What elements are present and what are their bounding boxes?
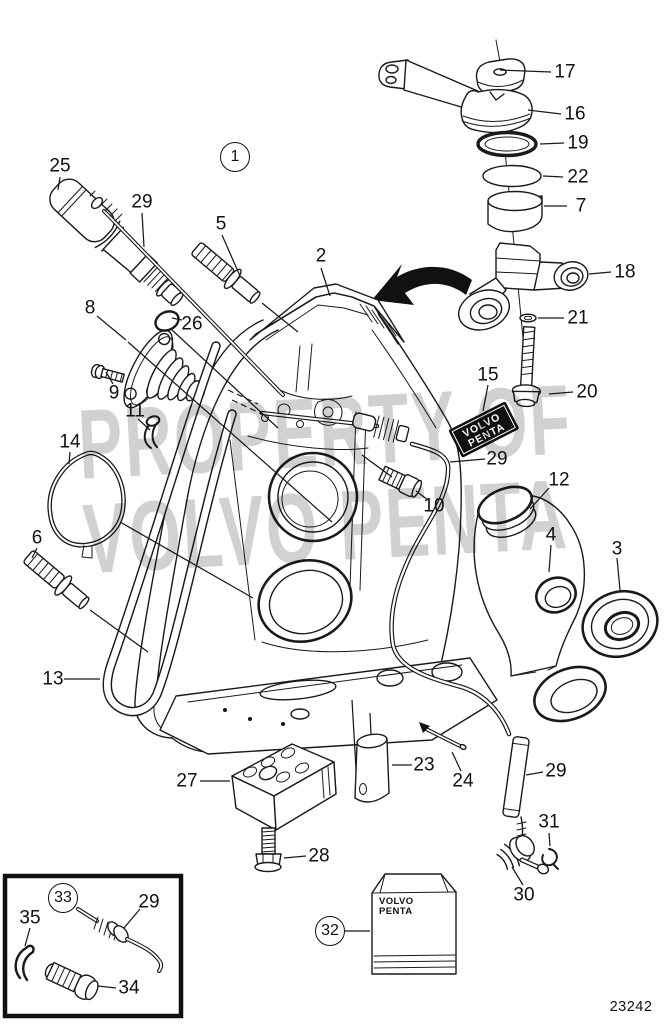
callout-30: 30 xyxy=(513,884,535,906)
callout-8: 8 xyxy=(84,297,96,319)
steering-cable-29-main xyxy=(350,410,529,838)
callout-15: 15 xyxy=(477,364,499,386)
callout-35: 35 xyxy=(19,907,41,929)
callout-21: 21 xyxy=(567,307,589,329)
callout-16: 16 xyxy=(564,103,586,125)
callout-7: 7 xyxy=(575,195,587,217)
washer-21 xyxy=(520,314,536,322)
callout-24: 24 xyxy=(452,770,474,792)
callout-26: 26 xyxy=(181,313,203,335)
carton-line1: VOLVO xyxy=(379,896,414,907)
callout-19: 19 xyxy=(567,132,589,154)
anode-block-27 xyxy=(232,744,336,830)
callout-3: 3 xyxy=(611,538,623,560)
callout-22: 22 xyxy=(567,166,589,188)
callout-33: 33 xyxy=(48,883,78,913)
clip-11 xyxy=(145,415,161,448)
steering-fork-18 xyxy=(453,243,591,337)
o-ring-22 xyxy=(483,166,541,187)
gasket-14 xyxy=(50,453,124,558)
cable-29-inset xyxy=(78,909,161,971)
cable-end-fitting-30 xyxy=(495,831,550,876)
callout-1: 1 xyxy=(220,142,250,172)
drawing-number: 23242 xyxy=(609,999,653,1015)
exhaust-hose-12 xyxy=(473,480,614,731)
callout-9: 9 xyxy=(108,382,120,404)
steering-arm-16 xyxy=(379,60,532,133)
bearing-ring-3 xyxy=(573,581,666,667)
steering-cap-17 xyxy=(477,59,526,93)
callout-31: 31 xyxy=(538,811,560,833)
stud-6 xyxy=(20,547,93,614)
callout-23: 23 xyxy=(413,754,435,776)
callout-17: 17 xyxy=(554,61,576,83)
transom-shield-body-2 xyxy=(135,284,497,786)
callout-13: 13 xyxy=(42,668,64,690)
seal-ring-4 xyxy=(531,572,580,618)
trim-hose-25 xyxy=(44,173,191,314)
clip-31 xyxy=(542,849,558,869)
callout-6: 6 xyxy=(31,527,43,549)
bolt-28 xyxy=(255,828,281,872)
callout-29-mid: 29 xyxy=(486,448,508,470)
plug-34 xyxy=(41,958,101,1003)
bolt-20 xyxy=(512,326,544,407)
callout-18: 18 xyxy=(614,261,636,283)
callout-27: 27 xyxy=(176,770,198,792)
callout-29-inset: 29 xyxy=(138,891,160,913)
carton-line2: PENTA xyxy=(379,906,413,917)
leader-lines xyxy=(25,70,620,988)
direction-arrow xyxy=(372,264,472,305)
spring-pin-24 xyxy=(419,722,467,750)
screw-plug-10 xyxy=(378,464,423,499)
callout-25: 25 xyxy=(49,155,71,177)
callout-28: 28 xyxy=(308,845,330,867)
clip-35 xyxy=(16,946,34,980)
callout-10: 10 xyxy=(423,495,445,517)
callout-32: 32 xyxy=(315,916,345,946)
callout-11: 11 xyxy=(125,400,145,422)
o-ring-19 xyxy=(478,133,536,156)
flange-fitting-8 xyxy=(115,324,222,436)
callout-34: 34 xyxy=(118,977,140,999)
inset-box xyxy=(5,876,181,1016)
callout-14: 14 xyxy=(59,431,81,453)
hose-13 xyxy=(107,346,232,712)
stud-5 xyxy=(188,239,264,308)
bushing-7 xyxy=(488,192,542,232)
callout-29-top: 29 xyxy=(131,191,153,213)
callout-4: 4 xyxy=(545,524,557,546)
parts-carton-32: VOLVO PENTA xyxy=(372,874,456,974)
callout-29-bottom: 29 xyxy=(545,760,567,782)
callout-20: 20 xyxy=(576,381,598,403)
callout-12: 12 xyxy=(548,469,570,491)
trim-cable-29-top xyxy=(90,191,283,395)
callout-5: 5 xyxy=(215,213,227,235)
o-ring-26 xyxy=(152,308,181,334)
callout-2: 2 xyxy=(315,245,327,267)
cylinder-pin-23 xyxy=(355,732,389,802)
